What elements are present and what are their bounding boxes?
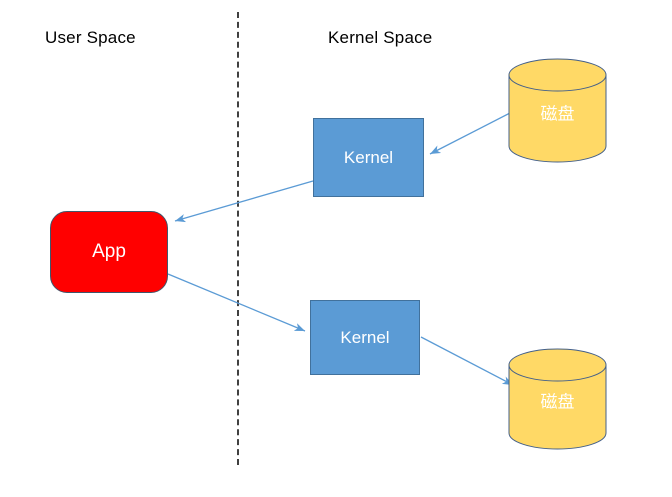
kernel-space-label: Kernel Space <box>328 28 433 47</box>
kernel-node-bottom[interactable]: Kernel <box>310 300 420 375</box>
user-space-label: User Space <box>45 28 136 47</box>
app-node-label: App <box>92 241 126 262</box>
kernel-node-top[interactable]: Kernel <box>313 118 424 197</box>
app-node[interactable]: App <box>50 211 168 293</box>
cylinder-shape-icon <box>508 348 607 450</box>
kernel-node-top-label: Kernel <box>343 147 394 167</box>
arrow-disk-top-to-kernel-top <box>429 111 513 155</box>
cylinder-shape-icon <box>508 58 607 163</box>
kernel-node-bottom-label: Kernel <box>340 327 390 347</box>
disk-node-top[interactable]: 磁盘 <box>508 58 607 163</box>
arrow-kernel-bottom-to-disk-bottom <box>420 336 514 386</box>
arrow-kernel-top-to-app <box>174 180 314 223</box>
space-divider-dashed-line <box>237 12 239 465</box>
disk-node-bottom[interactable]: 磁盘 <box>508 348 607 450</box>
